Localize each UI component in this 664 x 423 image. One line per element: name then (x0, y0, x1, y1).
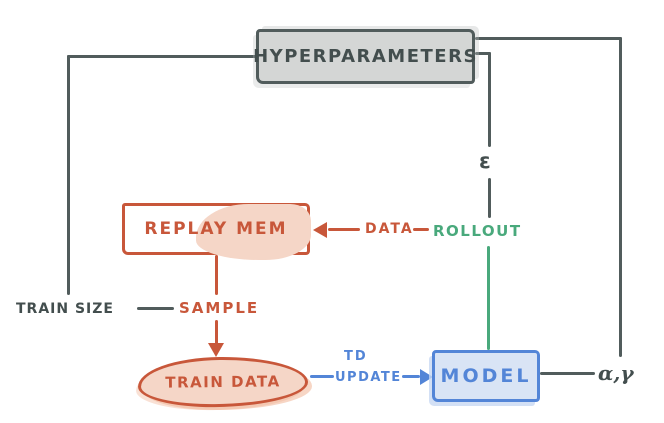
edge-data-shaft (328, 228, 360, 231)
edge-sample-vertical-lower (215, 320, 218, 344)
data-arrowhead-icon (313, 222, 327, 238)
edge-data-dash (413, 228, 429, 231)
model-node: MODEL (432, 350, 540, 402)
edge-model-alphagamma (540, 372, 595, 375)
model-node-label: MODEL (440, 365, 532, 387)
edge-hyperparams-left-vertical (67, 55, 70, 295)
train-size-label: TRAIN SIZE (16, 301, 114, 317)
edge-epsilon-vertical-lower (488, 178, 491, 218)
replay-mem-highlight-blob (196, 204, 311, 260)
hyperparameters-node: HYPERPARAMETERS (253, 29, 478, 84)
rollout-label: ROLLOUT (433, 222, 522, 240)
hyperparameters-node-label: HYPERPARAMETERS (253, 46, 478, 67)
edge-tdupdate-shaft (402, 375, 420, 378)
td-label: TD (344, 349, 368, 364)
epsilon-label: ε (479, 149, 491, 173)
data-label: DATA (365, 221, 414, 237)
edge-epsilon-horizontal (475, 52, 491, 55)
train-data-node-label: TRAIN DATA (165, 372, 281, 392)
edge-tdupdate-dash (310, 375, 334, 378)
update-label: UPDATE (335, 370, 402, 385)
edge-hyperparams-right-vertical (619, 37, 622, 357)
sample-label: SAMPLE (179, 299, 260, 317)
replay-mem-node: REPLAY MEM (122, 203, 311, 260)
edge-trainsize-sample-dash (137, 307, 174, 310)
alpha-gamma-label: α,γ (598, 361, 634, 385)
sample-arrowhead-icon (208, 343, 224, 357)
train-data-node: TRAIN DATA (137, 356, 309, 408)
edge-epsilon-vertical-upper (488, 52, 491, 147)
edge-sample-vertical-upper (215, 255, 218, 295)
replay-mem-node-label: REPLAY MEM (144, 219, 288, 239)
edge-hyperparams-left-horizontal (67, 55, 257, 58)
td-update-arrowhead-icon (420, 369, 433, 385)
edge-hyperparams-right-horizontal (475, 37, 622, 40)
edge-rollout-model (487, 246, 490, 350)
